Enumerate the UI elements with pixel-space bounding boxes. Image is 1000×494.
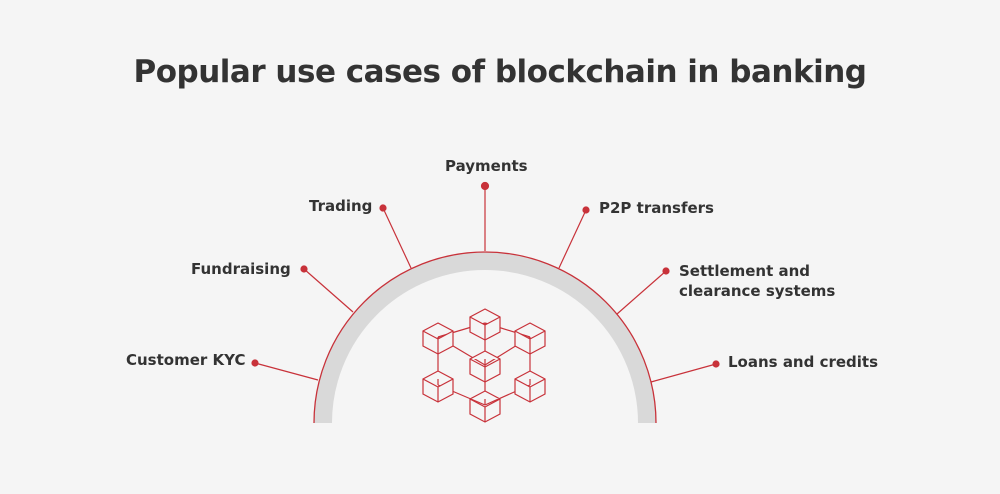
use-case-p2p-transfers: P2P transfers — [599, 199, 714, 217]
cube-block — [422, 370, 454, 403]
use-case-settlement: Settlement and clearance systems — [679, 262, 836, 300]
cube-block — [469, 390, 501, 423]
use-case-trading: Trading — [309, 197, 373, 215]
page-title: Popular use cases of blockchain in banki… — [133, 54, 867, 90]
use-case-customer-kyc: Customer KYC — [126, 351, 246, 369]
cube-block — [422, 322, 454, 355]
half-circle-arc — [313, 251, 657, 424]
cube-block — [514, 322, 546, 355]
cube-block — [514, 370, 546, 403]
blockchain-icon — [422, 308, 546, 423]
connector-lines — [251, 181, 720, 383]
use-case-payments: Payments — [445, 157, 528, 175]
cube-block — [469, 350, 501, 383]
cube-block — [469, 308, 501, 341]
use-case-loans-credits: Loans and credits — [728, 353, 879, 371]
use-case-fundraising: Fundraising — [191, 260, 291, 278]
